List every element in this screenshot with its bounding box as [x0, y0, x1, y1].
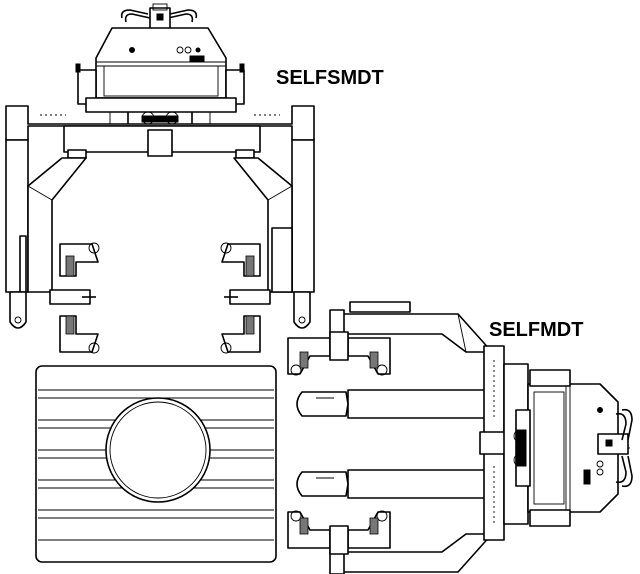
pallet-load [35, 365, 277, 563]
selfsmdt-legs [5, 139, 315, 329]
label-selfmdt: SELFMDT [489, 319, 583, 341]
selfsmdt-body [75, 27, 245, 133]
machine-selfmdt [287, 301, 633, 574]
selfmdt-body [513, 369, 619, 527]
pallet-drum [105, 397, 211, 503]
selfsmdt-fork-brackets [49, 242, 271, 354]
selfsmdt-frame [5, 105, 315, 159]
selfmdt-forks [296, 389, 487, 499]
label-selfsmdt: SELFSMDT [276, 67, 384, 89]
machine-selfsmdt [5, 3, 315, 354]
selfmdt-fork-brackets [287, 331, 391, 555]
selfmdt-handle [597, 408, 633, 488]
